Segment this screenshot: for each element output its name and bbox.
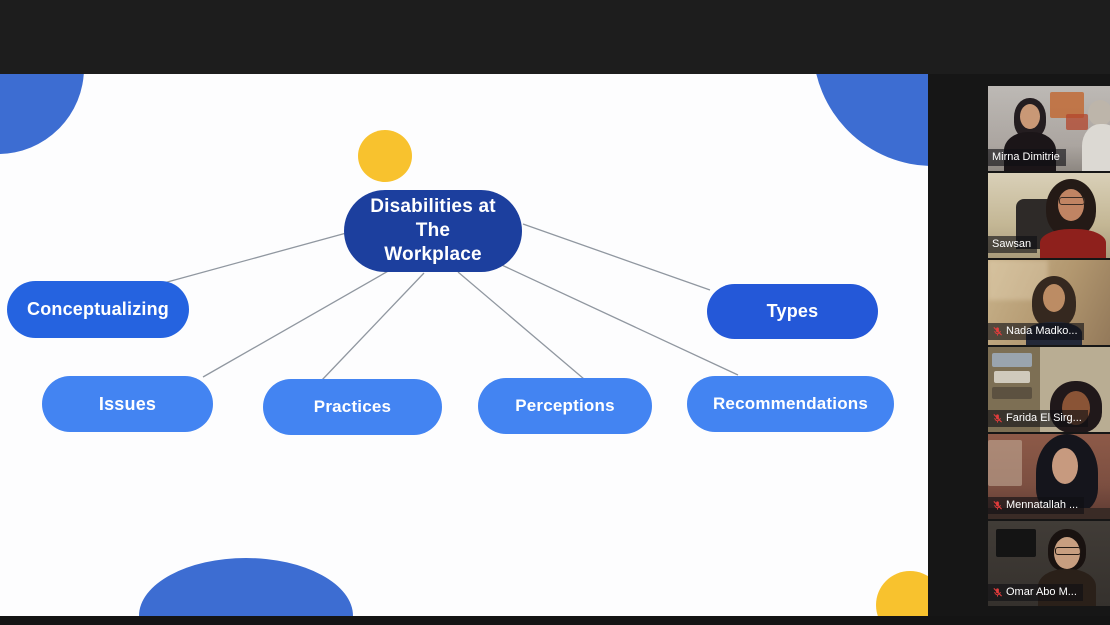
mindmap-node-practices: Practices: [263, 379, 442, 435]
decor-circle-bottom-right: [876, 571, 928, 616]
muted-mic-icon: [993, 326, 1003, 336]
decor-circle-top-right: [813, 74, 928, 166]
tv-screen: [996, 529, 1036, 557]
participant-name-label: Farida El Sirg...: [988, 410, 1088, 427]
person-silhouette: [1058, 189, 1084, 221]
participant-name: Sawsan: [992, 238, 1032, 250]
shelf-items: [992, 353, 1032, 367]
mindmap-node-perceptions: Perceptions: [478, 378, 652, 434]
participant-video-strip: Mirna Dimitrie Sawsan Nada Madko...: [988, 86, 1110, 606]
mindmap-node-types: Types: [707, 284, 878, 339]
background-poster: [1050, 92, 1084, 118]
shared-screen-slide: Disabilities at The Workplace Conceptual…: [0, 74, 928, 616]
mindmap-node-conceptualizing: Conceptualizing: [7, 281, 189, 338]
person-silhouette: [1088, 100, 1110, 126]
glasses: [1059, 197, 1085, 205]
bottom-black-bar: [0, 616, 1110, 625]
central-node-line2: The: [415, 220, 451, 242]
person-silhouette: [1082, 124, 1110, 171]
person-silhouette: [1043, 284, 1065, 312]
mindmap-connector-lines: [159, 223, 739, 381]
participant-name-label: Nada Madko...: [988, 323, 1084, 340]
participant-name: Mirna Dimitrie: [992, 151, 1060, 163]
participant-name-label: Sawsan: [988, 236, 1038, 253]
decor-circle-top-left: [0, 74, 84, 154]
person-silhouette: [1040, 229, 1106, 258]
person-silhouette: [1020, 104, 1040, 129]
participant-name: Farida El Sirg...: [1006, 412, 1082, 424]
top-black-bar: [0, 0, 1110, 74]
central-node-line1: Disabilities at: [370, 196, 496, 218]
decor-dome-bottom: [139, 558, 353, 616]
person-silhouette: [1054, 537, 1080, 569]
participant-name-label: Mennatallah ...: [988, 497, 1085, 514]
muted-mic-icon: [993, 413, 1003, 423]
muted-mic-icon: [993, 500, 1003, 510]
participant-name: Omar Abo M...: [1006, 586, 1077, 598]
participant-name: Mennatallah ...: [1006, 499, 1079, 511]
participant-name: Nada Madko...: [1006, 325, 1078, 337]
glasses: [1055, 547, 1081, 555]
participant-name-label: Mirna Dimitrie: [988, 149, 1066, 166]
participant-video[interactable]: Omar Abo M...: [988, 521, 1110, 606]
decor-circle-above-title: [358, 130, 412, 182]
mindmap-node-issues: Issues: [42, 376, 213, 432]
participant-video[interactable]: Nada Madko...: [988, 260, 1110, 345]
participant-video[interactable]: Mirna Dimitrie: [988, 86, 1110, 171]
person-silhouette: [1052, 448, 1078, 484]
background-poster: [1066, 114, 1088, 130]
participant-video[interactable]: Mennatallah ...: [988, 434, 1110, 519]
participant-video[interactable]: Farida El Sirg...: [988, 347, 1110, 432]
mindmap-node-recommendations: Recommendations: [687, 376, 894, 432]
muted-mic-icon: [993, 587, 1003, 597]
shelf-items: [994, 371, 1030, 383]
mindmap-central-node: Disabilities at The Workplace: [344, 190, 522, 272]
shelf-items: [992, 387, 1032, 399]
participant-video[interactable]: Sawsan: [988, 173, 1110, 258]
window-light: [988, 440, 1022, 486]
participant-name-label: Omar Abo M...: [988, 584, 1083, 601]
central-node-line3: Workplace: [384, 243, 482, 265]
